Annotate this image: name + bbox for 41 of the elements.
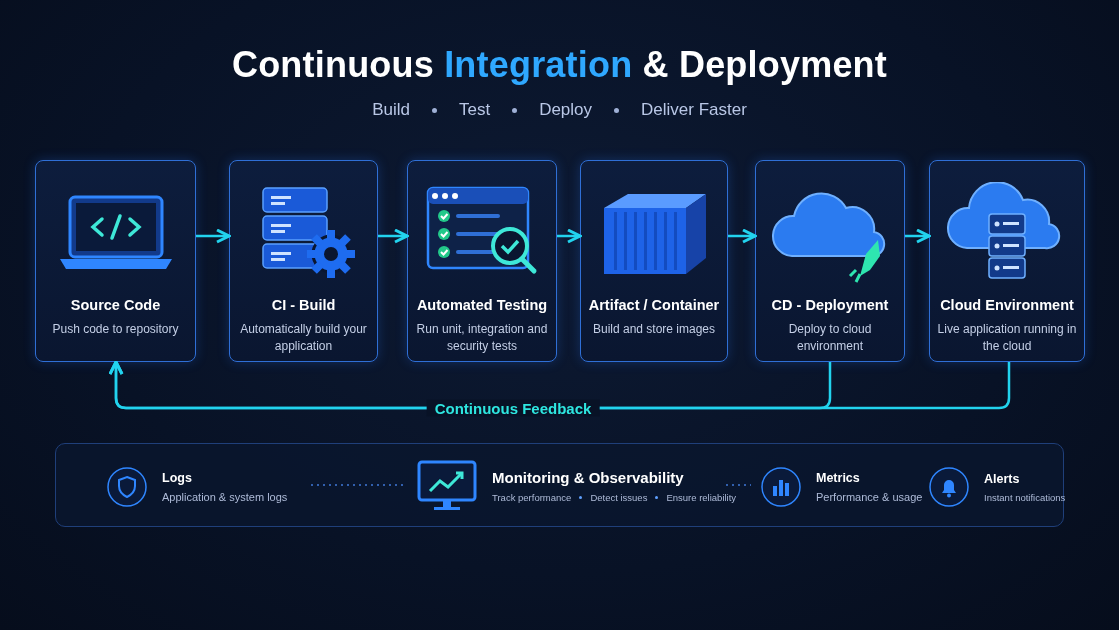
item-title: Alerts (984, 471, 1021, 486)
stage-description: Live application running in the cloud (937, 321, 1077, 355)
stage-card (580, 160, 728, 362)
arrow (196, 228, 231, 244)
item-description: Performance & usage (816, 491, 923, 503)
stage-title: CD - Deployment (771, 297, 889, 313)
stage-description: Deploy to cloud environment (787, 321, 873, 355)
item-description: Application & system logs (162, 491, 288, 503)
arrow (378, 228, 409, 244)
arrow (728, 228, 757, 244)
stage-card (755, 160, 905, 362)
subtitle-text: Test (458, 100, 491, 120)
dotted-connector (725, 484, 752, 486)
subtitle-text: Deploy (539, 100, 593, 120)
item-description: Ensure reliability (666, 492, 737, 503)
stage-title: Source Code (70, 297, 161, 313)
stage-title: CI - Build (271, 297, 336, 313)
stage-description: Build and store images (592, 321, 716, 338)
stage-title: Automated Testing (416, 297, 548, 313)
item-description: Track performance (492, 492, 572, 503)
stage-card (407, 160, 557, 362)
subtitle-text: Deliver Faster (641, 100, 747, 120)
stage-description: Push code to repository (52, 321, 179, 338)
title: Continuous Integration & Deployment (232, 44, 887, 86)
arrow (905, 228, 931, 244)
edge-label: Continuous Feedback (426, 399, 600, 417)
item-title: Logs (162, 471, 193, 485)
stage-description: Automatically build your application (239, 321, 368, 355)
stage-description: Run unit, integration and security tests (415, 321, 549, 355)
stage-card (929, 160, 1085, 362)
item-description: Detect issues (590, 492, 648, 503)
stage-title: Cloud Environment (940, 297, 1074, 313)
stage-card (229, 160, 378, 362)
arrow (557, 228, 582, 244)
item-title: Metrics (816, 471, 861, 485)
stage-title: Artifact / Container (588, 297, 720, 313)
subtitle-text: Build (372, 100, 410, 120)
monitoring-panel (55, 443, 1064, 527)
stage-card (35, 160, 196, 362)
item-title: Monitoring & Observability (492, 469, 685, 486)
item-description: Instant notifications (984, 491, 1066, 503)
